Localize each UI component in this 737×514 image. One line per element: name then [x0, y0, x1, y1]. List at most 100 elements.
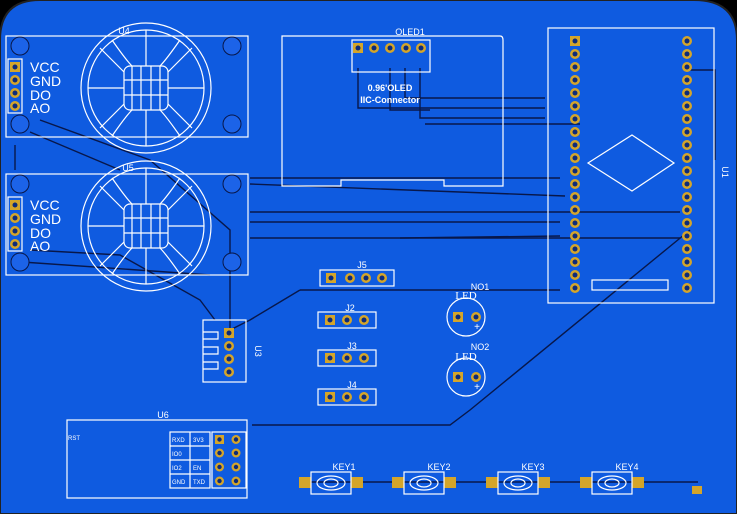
mcu-pin-hole: [684, 285, 690, 291]
key1-label: KEY1: [332, 462, 355, 472]
no2-ref: NO2: [471, 342, 490, 352]
mcu-pin-hole: [684, 220, 690, 226]
j5-ref: J5: [357, 260, 367, 270]
u5-ref: U5: [122, 163, 134, 173]
mcu-pin-hole: [684, 129, 690, 135]
j3-ref: J3: [347, 341, 357, 351]
mcu-pin-hole: [684, 77, 690, 83]
oled-line1: 0.96'OLED: [368, 83, 413, 93]
no1-plus: +: [474, 322, 480, 333]
mcu-pin-hole: [684, 90, 690, 96]
mcu-pin-hole: [684, 155, 690, 161]
mcu-pin-hole: [572, 90, 578, 96]
mcu-pin-hole: [684, 38, 690, 44]
key3-label: KEY3: [521, 462, 544, 472]
header-j5: J5: [319, 260, 395, 287]
u4-pin-gnd: GND: [30, 73, 61, 89]
no1-ref: NO1: [471, 282, 490, 292]
mcu-pin-hole: [572, 38, 578, 44]
mcu-pin-hole: [572, 103, 578, 109]
u6-pin-io2: IO2: [172, 466, 182, 472]
mcu-pin-hole: [572, 51, 578, 57]
mcu-pin-hole: [572, 194, 578, 200]
u5-pin-vcc: VCC: [30, 197, 60, 213]
mcu-pin-hole: [684, 142, 690, 148]
mcu-pin-hole: [572, 116, 578, 122]
mcu-pin-hole: [572, 207, 578, 213]
u6-pin-rxd: RXD: [172, 438, 185, 444]
mcu-pin-hole: [572, 220, 578, 226]
sensor-u5: U5 VCC GND DO AO: [5, 160, 249, 292]
u6-pin-io0: IO0: [172, 452, 182, 458]
module-u6: U6 RST RXD IO0 IO2 GND 3V3 EN TXD: [66, 410, 248, 499]
mcu-pins: [570, 36, 692, 293]
mcu-pin-hole: [684, 207, 690, 213]
no2-plus: +: [474, 382, 480, 393]
mcu-pin-hole: [684, 259, 690, 265]
u4-photo-cell: [80, 22, 212, 154]
j2-ref: J2: [345, 303, 355, 313]
mcu-u1: U1: [547, 27, 730, 304]
module-u3: U3: [202, 319, 263, 383]
led-no2: NO2 LED +: [446, 342, 490, 397]
key-3: KEY3: [486, 462, 550, 495]
mcu-pin-hole: [572, 181, 578, 187]
led-no1: NO1 LED +: [446, 282, 490, 337]
u5-pin-ao: AO: [30, 238, 50, 254]
mcu-pin-hole: [684, 194, 690, 200]
key4-label: KEY4: [615, 462, 638, 472]
sensor-u4: U4 VCC GND DO AO: [5, 22, 249, 154]
mcu-pin-hole: [572, 168, 578, 174]
u5-pin-gnd: GND: [30, 211, 61, 227]
oled-line2: IIC-Connector: [360, 95, 420, 105]
mcu-pin-hole: [572, 233, 578, 239]
key-1: KEY1: [299, 462, 363, 495]
mcu-pin-hole: [684, 116, 690, 122]
no2-label: LED: [455, 351, 476, 363]
mcu-pin-hole: [684, 272, 690, 278]
u3-ref: U3: [253, 345, 263, 357]
header-j4: J4: [317, 380, 377, 406]
mcu-pin-hole: [684, 246, 690, 252]
mcu-pin-hole: [684, 64, 690, 70]
mcu-pin-hole: [572, 155, 578, 161]
mcu-pin-hole: [684, 181, 690, 187]
key-4: KEY4: [580, 462, 644, 495]
edge-pad: [692, 486, 702, 494]
key2-label: KEY2: [427, 462, 450, 472]
mcu-pin-hole: [572, 142, 578, 148]
u5-photo-cell: [80, 160, 212, 292]
mcu-pin-hole: [684, 233, 690, 239]
u6-rst: RST: [68, 436, 80, 442]
u1-ref: U1: [720, 166, 730, 178]
u6-ref: U6: [157, 410, 169, 420]
key-2: KEY2: [392, 462, 456, 495]
mcu-pin-hole: [684, 51, 690, 57]
j4-ref: J4: [347, 380, 357, 390]
mcu-pin-hole: [572, 246, 578, 252]
oled-module: OLED1 0.96'OLED IIC-Connector: [281, 27, 504, 187]
u6-pin-gnd: GND: [172, 480, 186, 486]
mcu-pin-hole: [684, 168, 690, 174]
oled-ref: OLED1: [395, 27, 425, 37]
u4-pin-ao: AO: [30, 100, 50, 116]
mcu-pin-hole: [572, 129, 578, 135]
u4-pin-vcc: VCC: [30, 59, 60, 75]
mcu-pin-hole: [572, 259, 578, 265]
mcu-pin-hole: [684, 103, 690, 109]
u6-pin-3v3: 3V3: [193, 438, 204, 444]
u4-pin-do: DO: [30, 87, 51, 103]
u6-pin-txd: TXD: [193, 480, 206, 486]
u6-pin-en: EN: [193, 466, 201, 472]
u5-pin-do: DO: [30, 225, 51, 241]
mcu-pin-hole: [572, 64, 578, 70]
header-j3: J3: [317, 341, 377, 367]
header-j2: J2: [317, 303, 377, 329]
mcu-pin-hole: [572, 272, 578, 278]
mcu-pin-hole: [572, 285, 578, 291]
u4-ref: U4: [118, 26, 130, 36]
oled-pins: [353, 43, 426, 53]
mcu-pin-hole: [572, 77, 578, 83]
